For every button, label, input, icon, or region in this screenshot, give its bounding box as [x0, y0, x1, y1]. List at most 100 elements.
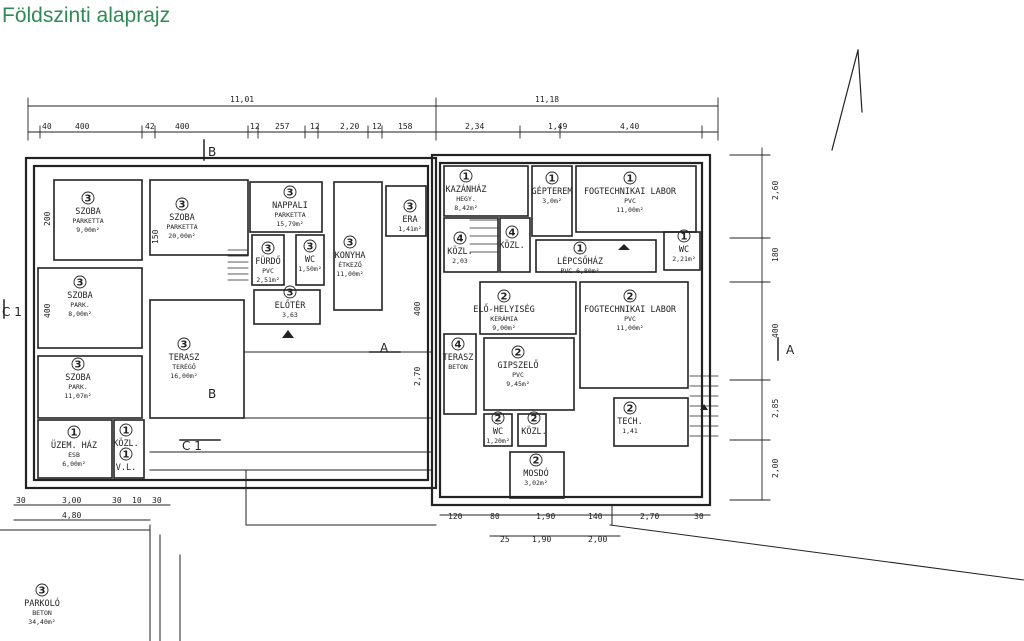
room-detail: 6,00m² [62, 460, 85, 468]
stair-lines [227, 219, 719, 437]
svg-text:2,20: 2,20 [340, 122, 359, 131]
room-detail: 1,41 [622, 427, 638, 435]
right-dimension-labels: 2,60 180 400 2,85 2,00 [771, 181, 780, 478]
plan-title: Földszinti alaprajz [2, 4, 171, 27]
room-number-circle [623, 289, 637, 303]
room-detail: 2,51m² [256, 276, 279, 284]
room-detail: PARKETTA [72, 217, 103, 225]
room-number: 1 [577, 244, 584, 255]
room-detail: 20,00m² [168, 232, 195, 240]
room-number-circle [119, 447, 133, 461]
room-number: 1 [627, 174, 634, 185]
room-name: FÜRDŐ [255, 256, 281, 267]
room-number: 2 [515, 348, 522, 359]
outer-walls [24, 153, 712, 507]
section-marks [3, 139, 779, 441]
room-number: 4 [509, 228, 516, 239]
section-b-mid: B [208, 387, 216, 401]
room-name: GIPSZELŐ [498, 360, 539, 371]
svg-text:400: 400 [771, 323, 780, 338]
room-number: 4 [457, 234, 464, 245]
room-number-circle [623, 171, 637, 185]
room-name: SZOBA [75, 207, 101, 217]
room-number: 3 [181, 340, 188, 351]
svg-text:2,34: 2,34 [465, 122, 484, 131]
room-detail: PARKETTA [166, 223, 197, 231]
room-number-circle [497, 289, 511, 303]
room-number: 3 [407, 202, 414, 213]
room-number-circle [677, 229, 691, 243]
svg-text:30: 30 [152, 496, 162, 505]
room-number: 3 [39, 586, 46, 597]
room-name: ERA [402, 215, 417, 225]
svg-text:2,00: 2,00 [588, 535, 607, 544]
room-number: 1 [123, 426, 130, 437]
room-number-circle [73, 275, 87, 289]
svg-text:400: 400 [175, 122, 190, 131]
room-detail: 9,00m² [76, 226, 99, 234]
room-name: SZOBA [65, 373, 91, 383]
room-detail: 9,00m² [492, 324, 515, 332]
room-number: 1 [681, 232, 688, 243]
room-number-circle [35, 583, 49, 597]
svg-text:158: 158 [398, 122, 413, 131]
bottom-dimension-labels: 30 3,00 30 10 30 4,80 120 80 1,90 140 2,… [16, 496, 704, 544]
room-number: 3 [347, 238, 354, 249]
room-name: TERASZ [443, 353, 474, 363]
room-number: 3 [287, 188, 294, 199]
svg-text:80: 80 [490, 512, 500, 521]
room-name: KAZÁNHÁZ [446, 183, 487, 195]
room-name: ELŐ-HELYISÉG [473, 303, 534, 315]
room-name: MOSDÓ [523, 467, 549, 479]
svg-text:140: 140 [588, 512, 603, 521]
room-detail: 16,00m² [170, 372, 197, 380]
room-detail: PARKETTA [274, 211, 305, 219]
room-detail: PVC [624, 197, 636, 205]
room-number-circle [529, 453, 543, 467]
room-name: KÖZL. [447, 246, 473, 257]
room-name: KONYHA [335, 251, 366, 261]
svg-text:25: 25 [500, 535, 510, 544]
room-number-circle [81, 191, 95, 205]
room-name: FOGTECHNIKAI LABOR [584, 187, 677, 197]
room-number-circle [67, 425, 81, 439]
room-detail: 11,07m² [64, 392, 91, 400]
room-name: SZOBA [67, 291, 93, 301]
svg-text:180: 180 [771, 247, 780, 262]
svg-text:30: 30 [112, 496, 122, 505]
svg-text:1,49: 1,49 [548, 122, 567, 131]
room-name: V.L. [116, 463, 136, 473]
room-name: KÖZL. [499, 240, 525, 251]
room-name: KÖZL. [521, 426, 547, 437]
room-number-circle [403, 199, 417, 213]
room-detail: PARK. [68, 383, 88, 391]
room-detail: PVC 6,80m² [560, 267, 599, 275]
svg-text:120: 120 [448, 512, 463, 521]
room-number-circle [177, 337, 191, 351]
room-detail: 1,50m² [298, 265, 321, 273]
svg-text:4,80: 4,80 [62, 511, 81, 520]
room-detail: 3,0m² [542, 197, 562, 205]
interior-walls-right [443, 165, 701, 499]
room-detail: KERÁMIA [490, 314, 517, 323]
room-number: 3 [307, 242, 314, 253]
